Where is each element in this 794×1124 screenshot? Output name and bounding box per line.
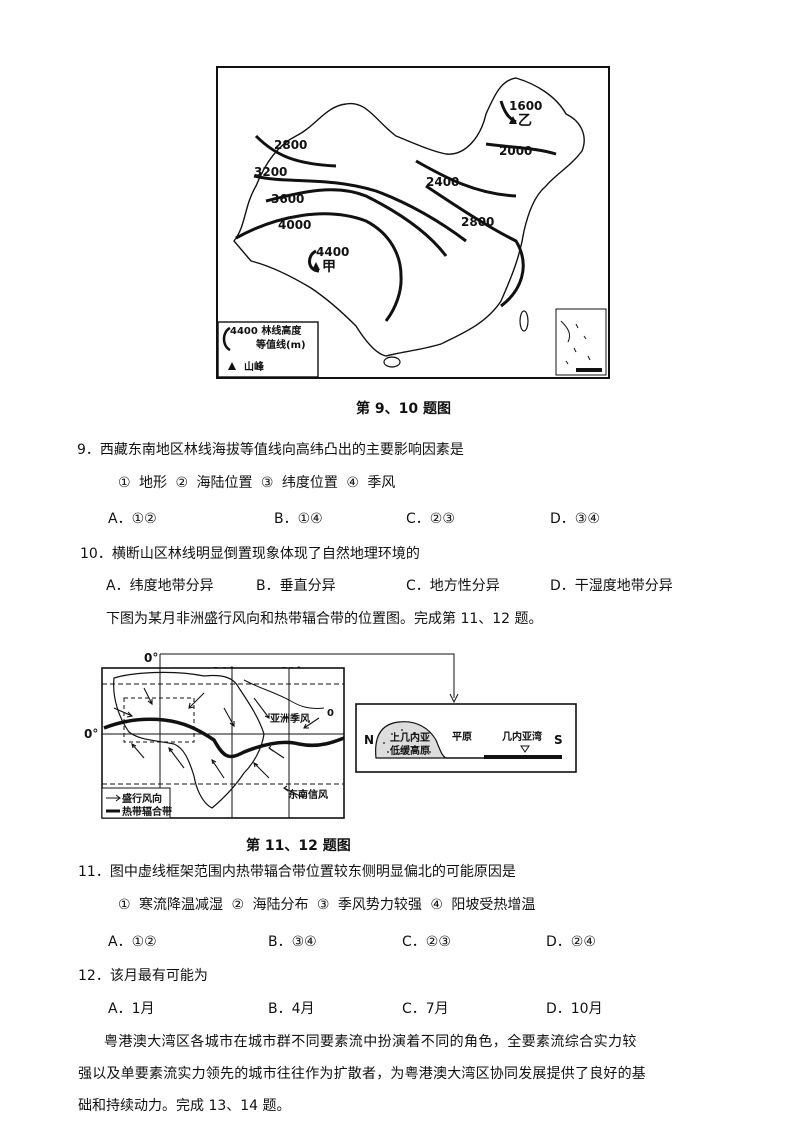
taiwan-island	[519, 310, 529, 332]
q9-option-a[interactable]: A．①②	[108, 511, 157, 527]
china-outline	[233, 77, 585, 357]
contour-4000	[235, 212, 403, 322]
asian-monsoon-label: 亚洲季风	[270, 712, 310, 725]
peak-jia-label: 甲	[322, 259, 336, 275]
fig1-caption: 第 9、10 题图	[356, 401, 451, 417]
se-trade-label: 东南信风	[288, 788, 328, 801]
inset-plateau-label2: 低缓高原	[389, 744, 430, 757]
q12-stem: 12．该月最有可能为	[78, 968, 208, 984]
q9-stem: 9．西藏东南地区林线海拔等值线向高纬凸出的主要影响因素是	[77, 442, 464, 458]
legend-line2: 等值线(m)	[256, 338, 306, 351]
peak-yi-label: 乙	[518, 113, 532, 129]
legend-line1: 4400 林线高度	[230, 324, 302, 337]
q11-items: ① 寒流降温减湿 ② 海陆分布 ③ 季风势力较强 ④ 阳坡受热增温	[118, 897, 536, 913]
contour-3200	[253, 174, 467, 243]
contour-label-2000: 2000	[499, 144, 532, 158]
contour-label-3600: 3600	[271, 192, 304, 206]
africa-coastline	[113, 671, 265, 809]
q12-option-a[interactable]: A．1月	[108, 1001, 155, 1017]
contour-4400	[308, 249, 320, 273]
contour-label-2800-east: 2800	[461, 215, 494, 229]
q9-option-d[interactable]: D．③④	[550, 511, 600, 527]
gulf-water	[484, 755, 562, 759]
contour-2400	[415, 159, 517, 198]
inset-gulf-label: 几内亚湾	[502, 730, 542, 743]
q12-option-d[interactable]: D．10月	[546, 1001, 603, 1017]
contour-label-3200: 3200	[254, 165, 287, 179]
africa-map-legend	[101, 787, 171, 819]
q9-option-b[interactable]: B．①④	[274, 511, 323, 527]
inset-north-label: N	[364, 733, 374, 747]
south-china-sea-inset	[555, 308, 607, 376]
contour-2800-west	[254, 134, 337, 168]
q11-option-b[interactable]: B．③④	[268, 934, 317, 950]
africa-wind-itcz-map: 0° 30° 60° 0° 亚洲季风 0 东南信风 盛行风向 热带辐合带	[84, 651, 577, 819]
contour-3600	[265, 188, 448, 257]
legend-peak-label: 山峰	[244, 360, 265, 373]
q11-option-c[interactable]: C．②③	[402, 934, 451, 950]
peak-jia-icon	[312, 262, 320, 270]
inset-plateau-label1: 上几内亚	[390, 731, 430, 744]
q10-option-c[interactable]: C．地方性分异	[406, 578, 500, 594]
q11-option-d[interactable]: D．②④	[546, 934, 596, 950]
q9-items: ① 地形 ② 海陆位置 ③ 纬度位置 ④ 季风	[118, 475, 396, 491]
contour-label-4400: 4400	[316, 245, 349, 259]
legend-itcz-label: 热带辐合带	[122, 805, 172, 818]
hainan-island	[383, 356, 401, 368]
lon-0-label: 0°	[144, 651, 158, 665]
paragraph-line-3: 础和持续动力。完成 13、14 题。	[78, 1098, 291, 1114]
legend-wind-label: 盛行风向	[122, 792, 162, 805]
china-treeline-map: 2800 3200 3600 4000 1600 2000 2400 2800 …	[216, 66, 610, 379]
q10-option-d[interactable]: D．干湿度地带分异	[550, 578, 673, 594]
contour-2000	[485, 142, 557, 156]
legend-contour-icon	[222, 326, 231, 352]
contour-label-2800-west: 2800	[274, 138, 307, 152]
q12-option-c[interactable]: C．7月	[402, 1001, 449, 1017]
peak-yi-icon	[509, 116, 517, 124]
contour-label-1600: 1600	[509, 99, 542, 113]
q9-option-c[interactable]: C．②③	[406, 511, 455, 527]
q11-stem: 11．图中虚线框架范围内热带辐合带位置较东侧明显偏北的可能原因是	[78, 864, 516, 880]
contour-label-2400: 2400	[426, 175, 459, 189]
zero-mark-label: 0	[327, 708, 334, 719]
contour-2800-east	[425, 184, 525, 308]
q12-option-b[interactable]: B．4月	[268, 1001, 315, 1017]
paragraph-line-1: 粤港澳大湾区各城市在城市群不同要素流中扮演着不同的角色，全要素流综合实力较	[104, 1034, 637, 1050]
wind-arrows	[113, 687, 320, 799]
inset-south-label: S	[554, 733, 563, 747]
q11-option-a[interactable]: A．①②	[108, 934, 157, 950]
inset-plain-label: 平原	[452, 731, 472, 743]
contour-label-4000: 4000	[278, 218, 311, 232]
intro-q11-12: 下图为某月非洲盛行风向和热带辐合带的位置图。完成第 11、12 题。	[106, 611, 543, 627]
lat-0-label: 0°	[84, 727, 98, 741]
fig2-caption: 第 11、12 题图	[246, 838, 351, 854]
paragraph-line-2: 强以及单要素流实力领先的城市往往作为扩散者，为粤港澳大湾区协同发展提供了良好的基	[78, 1066, 646, 1082]
plateau-shape	[375, 721, 447, 759]
q10-option-a[interactable]: A．纬度地带分异	[106, 578, 214, 594]
legend-peak-icon	[228, 362, 236, 370]
q10-stem: 10．横断山区林线明显倒置现象体现了自然地理环境的	[80, 546, 420, 562]
itcz-line	[103, 717, 345, 759]
q10-option-b[interactable]: B．垂直分异	[256, 578, 336, 594]
